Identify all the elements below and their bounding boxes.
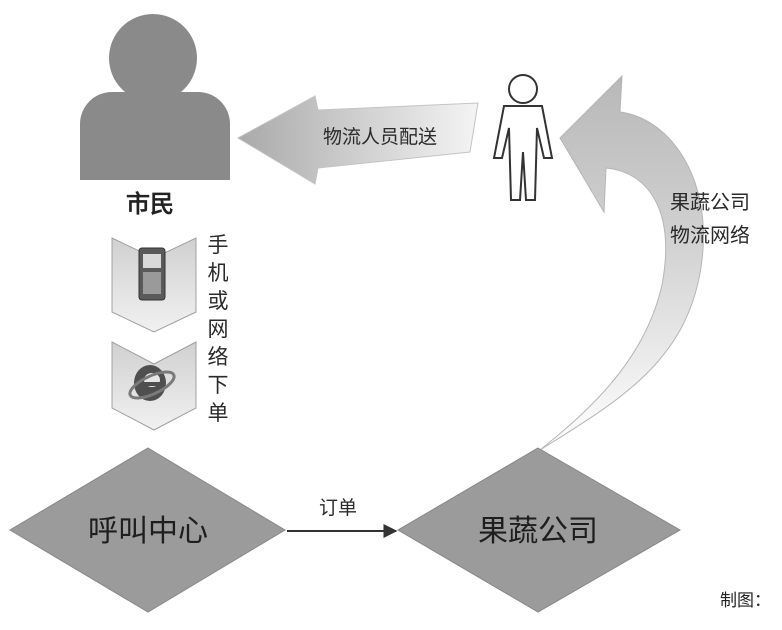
person-silhouette-icon	[80, 14, 230, 180]
network-label-line2: 物流网络	[670, 223, 750, 247]
fruit-company-diamond	[397, 447, 681, 613]
fruit-company-label: 果蔬公司	[478, 514, 598, 549]
mobile-phone-icon	[111, 237, 197, 333]
delivery-label: 物流人员配送	[323, 126, 437, 148]
network-label-line1: 果蔬公司	[670, 190, 750, 214]
ordering-char: 单	[208, 401, 229, 425]
ordering-char: 下	[208, 373, 229, 397]
credit-label: 制图：	[720, 591, 771, 611]
ordering-char: 机	[208, 261, 229, 285]
call-center-label: 呼叫中心	[88, 514, 208, 549]
order-label: 订单	[319, 497, 357, 519]
internet-explorer-icon	[111, 341, 197, 431]
call-center-diamond	[9, 447, 286, 613]
delivery-arrow	[236, 95, 479, 185]
courier-outline-icon	[492, 74, 554, 201]
ordering-char: 络	[208, 345, 229, 369]
ordering-char: 或	[208, 289, 229, 313]
ordering-char: 网	[208, 317, 229, 341]
citizen-label: 市民	[126, 190, 174, 218]
ordering-char: 手	[208, 233, 229, 257]
network-curve-arrow	[539, 74, 704, 451]
